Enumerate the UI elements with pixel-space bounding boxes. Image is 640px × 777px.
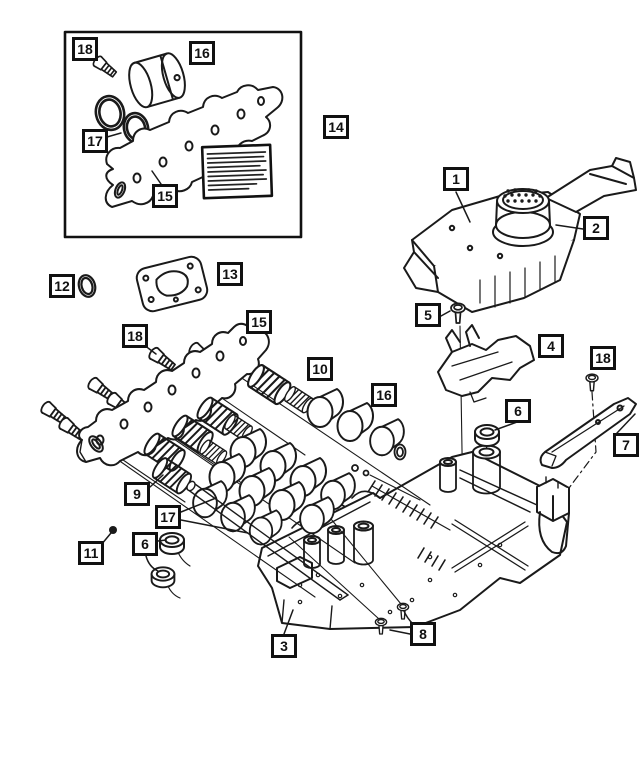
callout-kit-screw[interactable]: 18: [72, 37, 98, 61]
callout-bracket-screw[interactable]: 18: [590, 346, 616, 370]
check-ball-11: [109, 526, 117, 534]
callout-body-screws[interactable]: 8: [410, 622, 436, 646]
callout-solenoid-connector[interactable]: 2: [583, 216, 609, 240]
pin-rod-17: [186, 480, 349, 601]
callout-accumulator-plate[interactable]: 15: [246, 310, 272, 334]
callout-service-kit[interactable]: 14: [323, 115, 349, 139]
solenoid-assembly: [403, 157, 637, 313]
bracket-screw-18: [565, 373, 599, 493]
lower-seals-6: [150, 532, 191, 599]
callout-pin-rod[interactable]: 17: [155, 505, 181, 529]
small-gasket-13: [135, 255, 209, 313]
callout-spring-row[interactable]: 10: [307, 357, 333, 381]
manual-valve: [367, 480, 451, 571]
callout-upper-seal[interactable]: 6: [505, 399, 531, 423]
callout-lower-springs[interactable]: 9: [124, 482, 150, 506]
callout-lever-bracket[interactable]: 7: [613, 433, 639, 457]
solenoid-bracket-arm: [545, 157, 637, 213]
kit-filter: [128, 52, 186, 109]
callout-oring[interactable]: 12: [49, 274, 75, 298]
lever-bracket-7: [539, 397, 637, 469]
callout-kit-orings[interactable]: 17: [82, 129, 108, 153]
callout-solenoid-screw[interactable]: 5: [415, 303, 441, 327]
shift-lever-cross: [451, 519, 529, 573]
callout-detent-plate[interactable]: 4: [538, 334, 564, 358]
upper-seal-6: [474, 424, 500, 450]
callout-check-ball[interactable]: 11: [78, 541, 104, 565]
leader-lines: [100, 191, 636, 635]
callout-lower-seals[interactable]: 6: [132, 532, 158, 556]
body-cube-block: [459, 469, 570, 555]
callout-piston-row[interactable]: 16: [371, 383, 397, 407]
detent-plate-4: [437, 324, 535, 403]
callout-valve-body[interactable]: 3: [271, 634, 297, 658]
instruction-plate: [200, 143, 274, 200]
kit-orings: [94, 94, 150, 145]
callout-solenoid-assembly[interactable]: 1: [443, 167, 469, 191]
callout-small-gasket[interactable]: 13: [217, 262, 243, 286]
callout-kit-gasket[interactable]: 15: [152, 184, 178, 208]
oring-12: [77, 274, 97, 298]
valve-pistons: [192, 388, 421, 546]
accumulator-plate-15: [76, 322, 270, 467]
callout-kit-filter[interactable]: 16: [189, 41, 215, 65]
solenoid-connector: [492, 188, 554, 247]
callout-plate-bolts[interactable]: 18: [122, 324, 148, 348]
body-screws-8: [288, 518, 410, 635]
